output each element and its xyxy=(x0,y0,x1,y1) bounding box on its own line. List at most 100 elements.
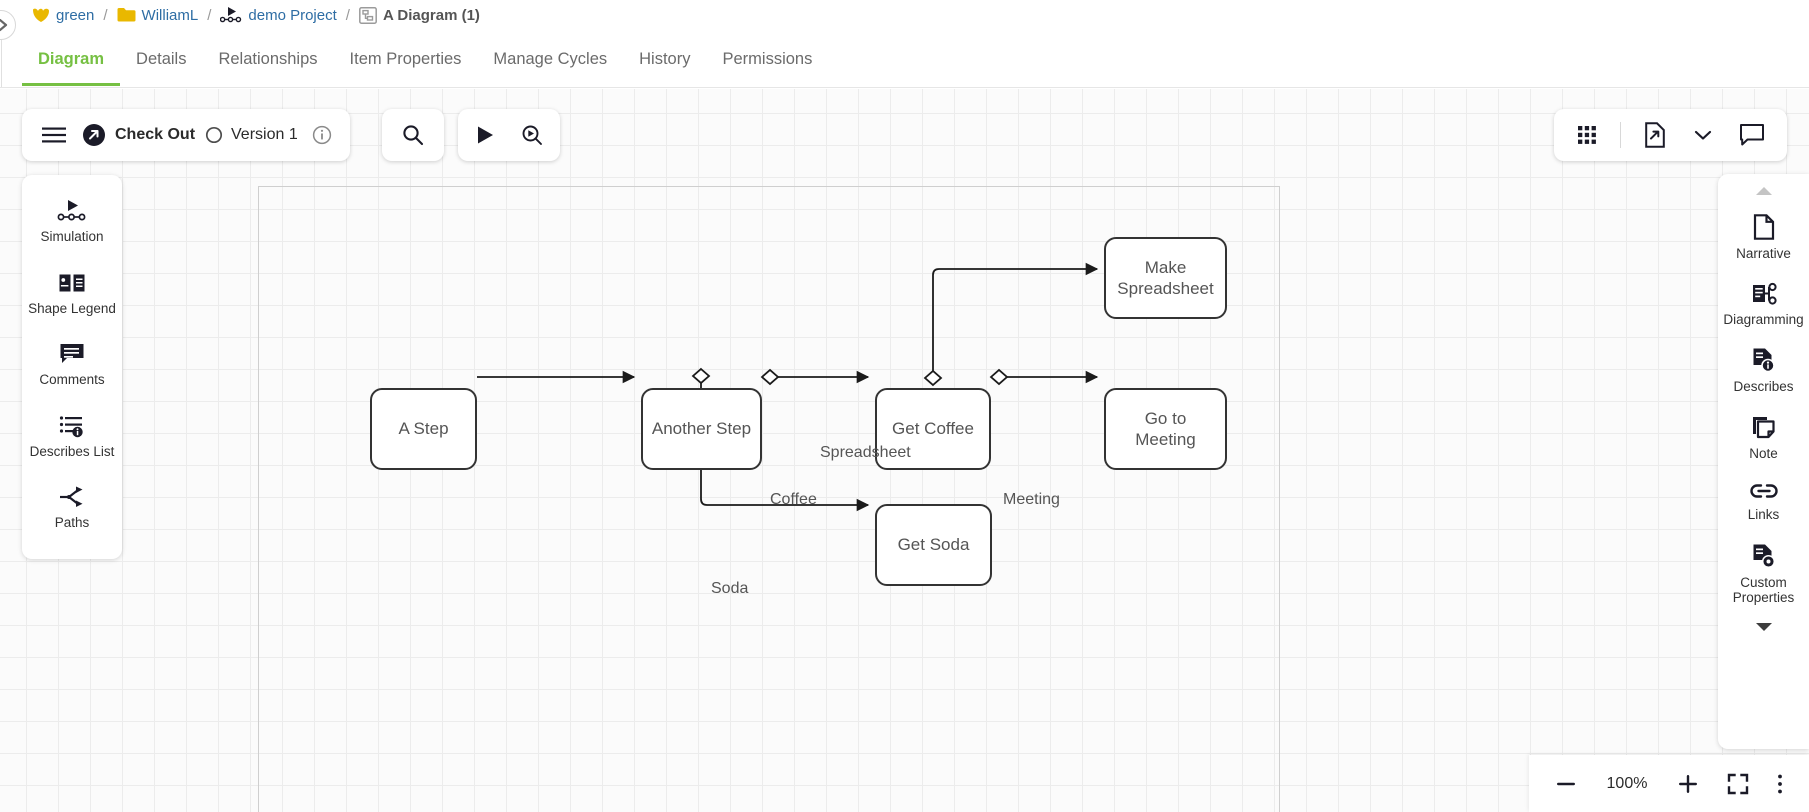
tab-history[interactable]: History xyxy=(639,50,691,68)
right-panel-item-note[interactable]: Note xyxy=(1718,405,1809,472)
play-button[interactable] xyxy=(470,120,500,150)
note-icon xyxy=(1751,415,1777,440)
info-button[interactable] xyxy=(308,121,336,149)
left-panel-label: Simulation xyxy=(40,229,104,244)
right-panel-item-describes[interactable]: Describes xyxy=(1718,337,1809,405)
breadcrumb-label: A Diagram (1) xyxy=(382,6,480,24)
edge-label-coffee: Coffee xyxy=(770,491,817,508)
diagram-toolbar: Check Out Version 1 xyxy=(22,109,350,161)
left-panel-item-paths[interactable]: Paths xyxy=(22,475,122,541)
zoom-bar: 100% xyxy=(1529,755,1809,812)
right-panel-label: Narrative xyxy=(1736,246,1791,261)
comments-icon xyxy=(59,342,85,366)
breadcrumb-separator: / xyxy=(207,6,212,24)
tab-relationships[interactable]: Relationships xyxy=(218,50,318,68)
breadcrumb-item-williaml[interactable]: WilliamL xyxy=(117,6,199,24)
document-export-icon xyxy=(1645,122,1665,148)
comments-button[interactable] xyxy=(1735,119,1769,151)
paths-icon xyxy=(58,485,86,509)
diagram-node-get-coffee[interactable]: Get Coffee xyxy=(875,388,991,470)
project-flow-icon xyxy=(220,7,242,23)
fit-to-screen-button[interactable] xyxy=(1726,772,1750,796)
diagram-node-make-spreadsheet[interactable]: Make Spreadsheet xyxy=(1104,237,1227,319)
export-button[interactable] xyxy=(1639,118,1671,152)
left-panel-item-comments[interactable]: Comments xyxy=(22,332,122,398)
more-vertical-icon xyxy=(1778,774,1782,793)
toolbar-divider xyxy=(1620,122,1621,148)
play-icon xyxy=(478,126,493,144)
shape-legend-icon xyxy=(58,271,86,295)
breadcrumb-item-green[interactable]: green xyxy=(32,7,94,24)
right-panel-item-links[interactable]: Links xyxy=(1718,471,1809,533)
diagram-canvas[interactable]: A Step Another Step Get Coffee Make Spre… xyxy=(0,89,1809,812)
hamburger-menu-button[interactable] xyxy=(36,121,72,149)
triangle-up-icon xyxy=(1755,187,1772,195)
diagram-icon xyxy=(358,6,377,24)
left-tools-panel: Simulation Shape Legend xyxy=(22,175,122,559)
describes-list-icon xyxy=(59,414,85,438)
zoom-out-button[interactable] xyxy=(1554,772,1578,796)
plus-icon xyxy=(1679,774,1697,793)
custom-properties-icon xyxy=(1751,543,1776,569)
breadcrumb-item-demo-project[interactable]: demo Project xyxy=(220,6,337,24)
play-inspect-button[interactable] xyxy=(516,119,548,151)
simulation-icon xyxy=(57,199,87,223)
chevron-down-icon xyxy=(1694,130,1712,140)
tab-permissions[interactable]: Permissions xyxy=(722,50,813,68)
checkout-arrow-icon xyxy=(82,123,106,147)
version-label: Version 1 xyxy=(231,126,298,143)
left-panel-item-shape-legend[interactable]: Shape Legend xyxy=(22,261,122,327)
view-toolbar xyxy=(1554,109,1787,161)
right-panel-scroll-down-button[interactable] xyxy=(1753,616,1775,640)
check-out-button[interactable]: Check Out xyxy=(82,123,195,147)
breadcrumb-separator: / xyxy=(345,6,350,24)
right-panel-item-custom-properties[interactable]: Custom Properties xyxy=(1718,533,1809,616)
diagram-node-a-step[interactable]: A Step xyxy=(370,388,477,470)
diagram-connectors xyxy=(477,262,1099,512)
edge-label-spreadsheet: Spreadsheet xyxy=(820,444,911,461)
right-panel-label: Describes xyxy=(1733,379,1794,395)
left-panel-item-simulation[interactable]: Simulation xyxy=(22,189,122,255)
zoom-in-button[interactable] xyxy=(1676,772,1700,796)
page-boundary xyxy=(258,186,1280,812)
grid-apps-icon xyxy=(1578,126,1596,144)
right-panel-label: Diagramming xyxy=(1723,311,1804,327)
left-panel-label: Comments xyxy=(39,372,105,388)
tab-item-properties[interactable]: Item Properties xyxy=(349,50,462,68)
version-selector[interactable]: Version 1 xyxy=(205,126,298,144)
diagram-node-another-step[interactable]: Another Step xyxy=(641,388,762,470)
right-tools-panel: Narrative Diagramming xyxy=(1718,174,1809,749)
left-panel-label: Paths xyxy=(54,515,90,531)
tab-manage-cycles[interactable]: Manage Cycles xyxy=(493,50,608,68)
diagram-node-get-soda[interactable]: Get Soda xyxy=(875,504,992,586)
diagramming-icon xyxy=(1751,282,1777,306)
breadcrumb-item-a-diagram: A Diagram (1) xyxy=(358,6,480,24)
right-panel-item-diagramming[interactable]: Diagramming xyxy=(1718,272,1809,338)
right-panel-label: Links xyxy=(1747,507,1780,523)
links-chain-icon xyxy=(1749,481,1779,501)
more-options-button[interactable] xyxy=(1776,772,1784,796)
right-panel-item-narrative[interactable]: Narrative xyxy=(1718,204,1809,272)
breadcrumb-separator: / xyxy=(103,6,108,24)
tab-diagram[interactable]: Diagram xyxy=(22,38,121,86)
edge-label-meeting: Meeting xyxy=(1003,491,1060,508)
search-button[interactable] xyxy=(397,119,429,151)
edge-label-soda: Soda xyxy=(711,580,749,597)
triangle-down-icon xyxy=(1755,622,1772,631)
right-panel-label: Note xyxy=(1749,445,1778,461)
left-panel-label: Describes List xyxy=(29,443,115,459)
breadcrumb-label: WilliamL xyxy=(141,6,199,24)
simulation-toolbar xyxy=(458,109,560,161)
grid-apps-button[interactable] xyxy=(1572,120,1602,150)
right-panel-scroll-up-button[interactable] xyxy=(1753,180,1775,204)
folder-icon xyxy=(117,7,136,23)
tab-bar: Diagram Details Relationships Item Prope… xyxy=(0,38,1809,88)
breadcrumb-label: demo Project xyxy=(248,6,337,24)
circle-icon xyxy=(205,126,223,144)
export-options-button[interactable] xyxy=(1689,124,1717,146)
tab-details[interactable]: Details xyxy=(136,50,187,68)
search-toolbar xyxy=(382,109,444,161)
left-panel-item-describes-list[interactable]: Describes List xyxy=(22,404,122,470)
diagram-node-go-to-meeting[interactable]: Go to Meeting xyxy=(1104,388,1227,470)
